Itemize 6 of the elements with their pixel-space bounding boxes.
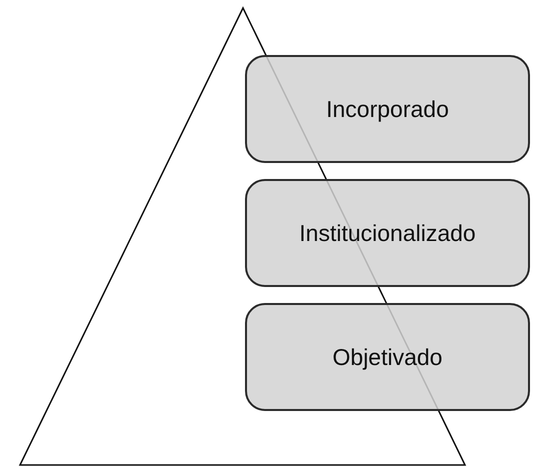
level-label: Institucionalizado	[299, 220, 476, 246]
level-label: Incorporado	[326, 96, 449, 122]
level-label: Objetivado	[332, 344, 442, 370]
level-box	[245, 179, 530, 287]
level-box	[245, 55, 530, 163]
level-box	[245, 303, 530, 411]
